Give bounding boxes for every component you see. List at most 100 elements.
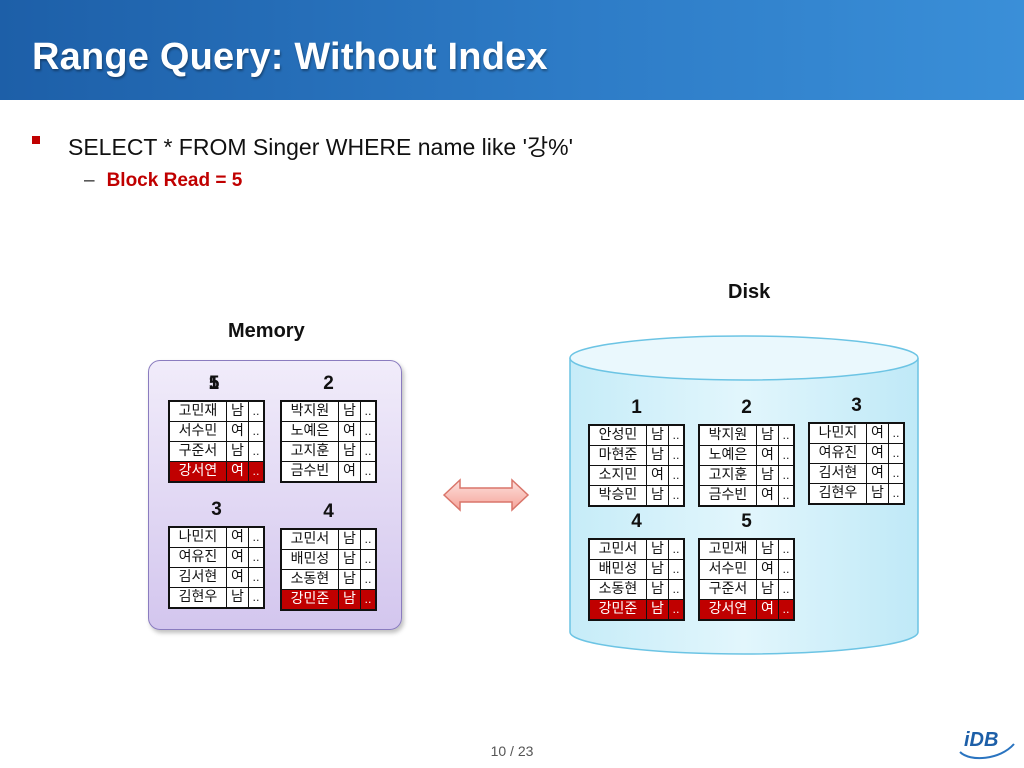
- record-sex: 남: [646, 599, 669, 621]
- block-number: 2: [323, 373, 334, 394]
- record-more: ..: [888, 483, 905, 505]
- overlap-number-5: 5: [208, 373, 220, 394]
- record-sex: 여: [226, 421, 249, 442]
- record-name: 김현우: [168, 587, 227, 609]
- record-name: 금수빈: [280, 461, 339, 483]
- record-sex: 남: [338, 528, 361, 550]
- record-name: 고지훈: [698, 465, 757, 486]
- record-name: 고지훈: [280, 441, 339, 462]
- record-more: ..: [668, 465, 685, 486]
- record-more: ..: [360, 421, 377, 442]
- record-sex: 남: [226, 441, 249, 462]
- overlap-number-1: 1: [208, 373, 220, 394]
- record-sex: 여: [226, 567, 249, 588]
- record-sex: 남: [646, 485, 669, 507]
- record-sex: 여: [866, 443, 889, 464]
- record-more: ..: [778, 599, 795, 621]
- record-name: 김서현: [168, 567, 227, 588]
- block-number: 1: [631, 397, 642, 418]
- record-more: ..: [668, 599, 685, 621]
- record-name: 안성민: [588, 424, 647, 446]
- record-more: ..: [248, 587, 265, 609]
- record-sex: 남: [866, 483, 889, 505]
- record-more: ..: [888, 443, 905, 464]
- record-sex: 남: [226, 587, 249, 609]
- record-more: ..: [778, 579, 795, 600]
- block-number: 4: [323, 501, 334, 522]
- record-sex: 여: [866, 422, 889, 444]
- record-more: ..: [668, 559, 685, 580]
- record-name: 여유진: [168, 547, 227, 568]
- record-sex: 남: [756, 424, 779, 446]
- record-sex: 여: [866, 463, 889, 484]
- record-sex: 여: [338, 421, 361, 442]
- record-more: ..: [248, 461, 265, 483]
- block-number: 3: [211, 499, 222, 520]
- record-more: ..: [360, 400, 377, 422]
- record-more: ..: [248, 547, 265, 568]
- record-name: 강서연: [168, 461, 227, 483]
- record-more: ..: [668, 485, 685, 507]
- block-number: 2: [741, 397, 752, 418]
- record-sex: 여: [226, 461, 249, 483]
- record-more: ..: [668, 538, 685, 560]
- record-name: 구준서: [698, 579, 757, 600]
- record-more: ..: [248, 567, 265, 588]
- sub-bullet-text: Block Read = 5: [106, 170, 243, 191]
- record-name: 고민서: [280, 528, 339, 550]
- record-more: ..: [668, 424, 685, 446]
- record-more: ..: [248, 400, 265, 422]
- record-more: ..: [360, 549, 377, 570]
- record-name: 소지민: [588, 465, 647, 486]
- record-sex: 여: [756, 559, 779, 580]
- svg-text:iDB: iDB: [964, 729, 998, 751]
- record-sex: 남: [646, 559, 669, 580]
- record-sex: 여: [226, 526, 249, 548]
- bullet-query-text: SELECT * FROM Singer WHERE name like '강%…: [68, 134, 573, 160]
- record-name: 소동현: [280, 569, 339, 590]
- record-name: 배민성: [280, 549, 339, 570]
- record-sex: 남: [646, 538, 669, 560]
- block-number: 3: [851, 395, 862, 416]
- disk-label: Disk: [728, 281, 771, 303]
- record-sex: 남: [646, 445, 669, 466]
- page-number: 10 / 23: [490, 743, 534, 759]
- record-sex: 여: [646, 465, 669, 486]
- record-sex: 남: [226, 400, 249, 422]
- record-sex: 남: [338, 400, 361, 422]
- dash-icon: –: [84, 170, 95, 191]
- record-sex: 남: [338, 549, 361, 570]
- record-sex: 남: [756, 538, 779, 560]
- record-more: ..: [248, 526, 265, 548]
- record-sex: 여: [338, 461, 361, 483]
- record-name: 강민준: [280, 589, 339, 611]
- record-more: ..: [778, 559, 795, 580]
